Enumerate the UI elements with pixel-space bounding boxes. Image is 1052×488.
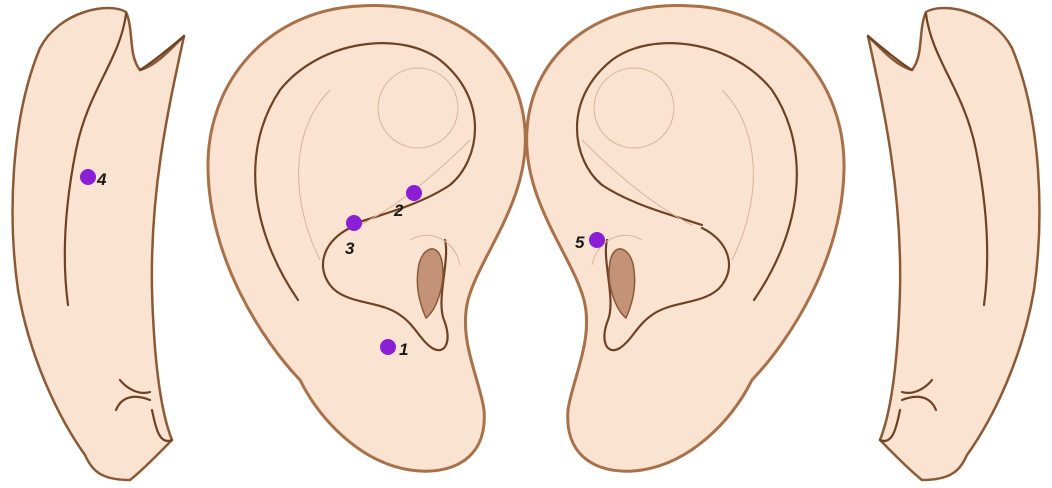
point-label-1: 1 [399,340,408,359]
point-label-4: 4 [96,170,107,189]
point-label-2: 2 [393,201,404,220]
point-label-3: 3 [345,239,355,258]
point-label-5: 5 [575,233,585,252]
right-ear-back-view [868,8,1039,480]
left-ear-front-view [208,6,525,472]
left-ear-back-view [13,8,184,480]
